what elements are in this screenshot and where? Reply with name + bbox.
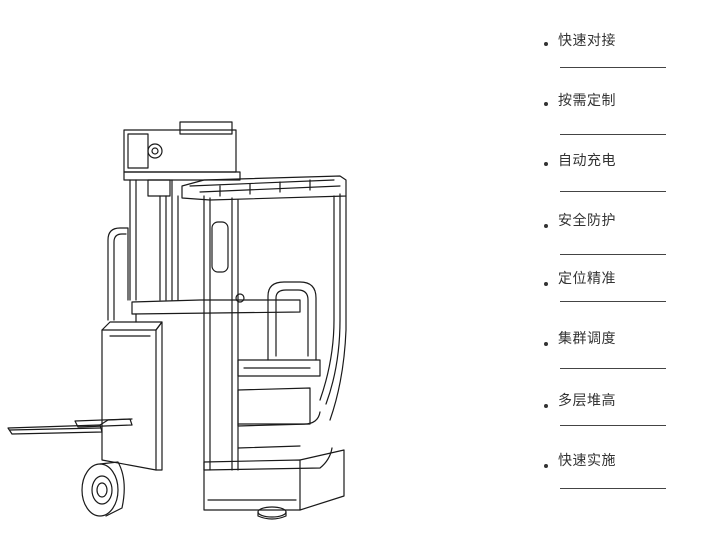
divider [560,425,666,426]
bullet-icon [544,42,548,46]
bullet-icon [544,282,548,286]
feature-item-quick-implementation: 快速实施 [540,452,722,492]
feature-item-auto-charging: 自动充电 [540,152,722,192]
divider [560,301,666,302]
wheels [81,461,287,520]
bullet-icon [544,224,548,228]
bullet-icon [544,102,548,106]
front-body [203,387,345,511]
bullet-icon [544,464,548,468]
fork-tines [7,418,133,435]
divider [560,368,666,369]
divider [560,134,666,135]
forklift-illustration [7,121,347,520]
feature-label: 集群调度 [558,331,616,347]
platform-deck [131,299,301,323]
rear-body [101,321,163,471]
divider [560,488,666,489]
bullet-icon [544,404,548,408]
feature-item-multi-level-stacking: 多层堆高 [540,392,722,432]
feature-label: 多层堆高 [558,393,616,409]
rear-guard [107,227,129,321]
bullet-icon [544,162,548,166]
divider [560,67,666,68]
feature-item-custom-made: 按需定制 [540,92,722,135]
feature-item-cluster-scheduling: 集群调度 [540,330,722,370]
operator-seat [235,281,321,377]
feature-item-safety-protection: 安全防护 [540,212,722,255]
feature-label: 安全防护 [558,213,616,229]
feature-label: 快速对接 [558,33,616,49]
bullet-icon [544,342,548,346]
feature-item-quick-docking: 快速对接 [540,32,722,72]
feature-label: 定位精准 [558,271,616,287]
feature-label: 快速实施 [558,453,616,469]
cabin-frame [181,175,347,471]
lift-mast [123,121,241,301]
feature-list: 快速对接 按需定制 自动充电 安全防护 定位精准 集群调度 多层堆高 快速实施 [540,0,722,546]
divider [560,191,666,192]
feature-item-precise-positioning: 定位精准 [540,270,722,310]
feature-label: 按需定制 [558,93,616,109]
divider [560,254,666,255]
feature-label: 自动充电 [558,153,616,169]
